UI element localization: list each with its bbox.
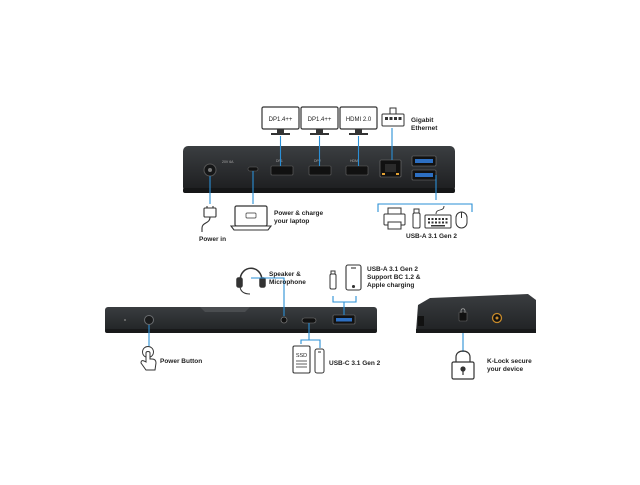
usb-c-host-port — [247, 166, 259, 172]
monitor-icon: DP1.4++ — [261, 106, 300, 135]
phone-icon — [314, 348, 325, 374]
hand-pointer-icon — [140, 346, 157, 371]
usb-stick-icon — [329, 270, 337, 290]
gigabit-ethernet-label: Gigabit Ethernet — [411, 117, 438, 132]
k-lock-slot — [458, 308, 468, 322]
padlock-icon — [451, 350, 475, 380]
audio-jack — [280, 316, 288, 324]
hdmi-port — [345, 165, 369, 176]
usb-stick-icon — [412, 208, 421, 229]
front-dock — [105, 307, 377, 333]
power-charge-laptop-label: Power & charge your laptop — [274, 210, 324, 225]
usb-c-front-port — [301, 317, 317, 324]
dp1-port-label: DP1 — [276, 159, 283, 163]
dc-in-label: 20V 6A — [222, 160, 234, 164]
power-adapter-icon — [201, 206, 217, 232]
monitor-icon: HDMI 2.0 — [339, 106, 378, 135]
monitor-2-label: DP1.4++ — [308, 117, 332, 123]
headset-icon — [236, 267, 266, 295]
power-button-label: Power Button — [160, 358, 203, 365]
speaker-mic-label: Speaker & Microphone — [269, 271, 306, 286]
side-dock — [416, 294, 536, 333]
phone-icon — [345, 264, 362, 291]
front-connector-lines — [148, 277, 464, 352]
hdmi-port-label: HDMI — [350, 159, 359, 163]
dp2-port-label: DP2 — [314, 159, 321, 163]
printer-icon — [383, 207, 406, 230]
monitor-3-label: HDMI 2.0 — [346, 117, 372, 123]
usb-c-front-label: USB-C 3.1 Gen 2 — [329, 360, 381, 367]
monitor-1-label: DP1.4++ — [269, 117, 293, 123]
power-in-label: Power in — [199, 236, 227, 243]
usb-a-back-label: USB-A 3.1 Gen 2 — [406, 233, 458, 240]
usb-a-front-label: USB-A 3.1 Gen 2 Support BC 1.2 & Apple c… — [367, 266, 421, 289]
laptop-icon — [229, 205, 273, 231]
ssd-icon: SSD — [292, 345, 311, 374]
keyboard-icon — [424, 205, 452, 229]
dp2-port — [308, 165, 332, 176]
mouse-icon — [455, 211, 468, 229]
dp1-port — [270, 165, 294, 176]
ethernet-icon — [381, 107, 405, 127]
monitor-icon: DP1.4++ — [300, 106, 339, 135]
ssd-text: SSD — [296, 353, 307, 359]
back-dock: 20V 6A DP1 DP2 HDMI — [183, 146, 455, 193]
power-button — [144, 315, 154, 325]
back-connector-lines — [209, 128, 473, 212]
k-lock-label: K-Lock secure your device — [487, 358, 532, 373]
